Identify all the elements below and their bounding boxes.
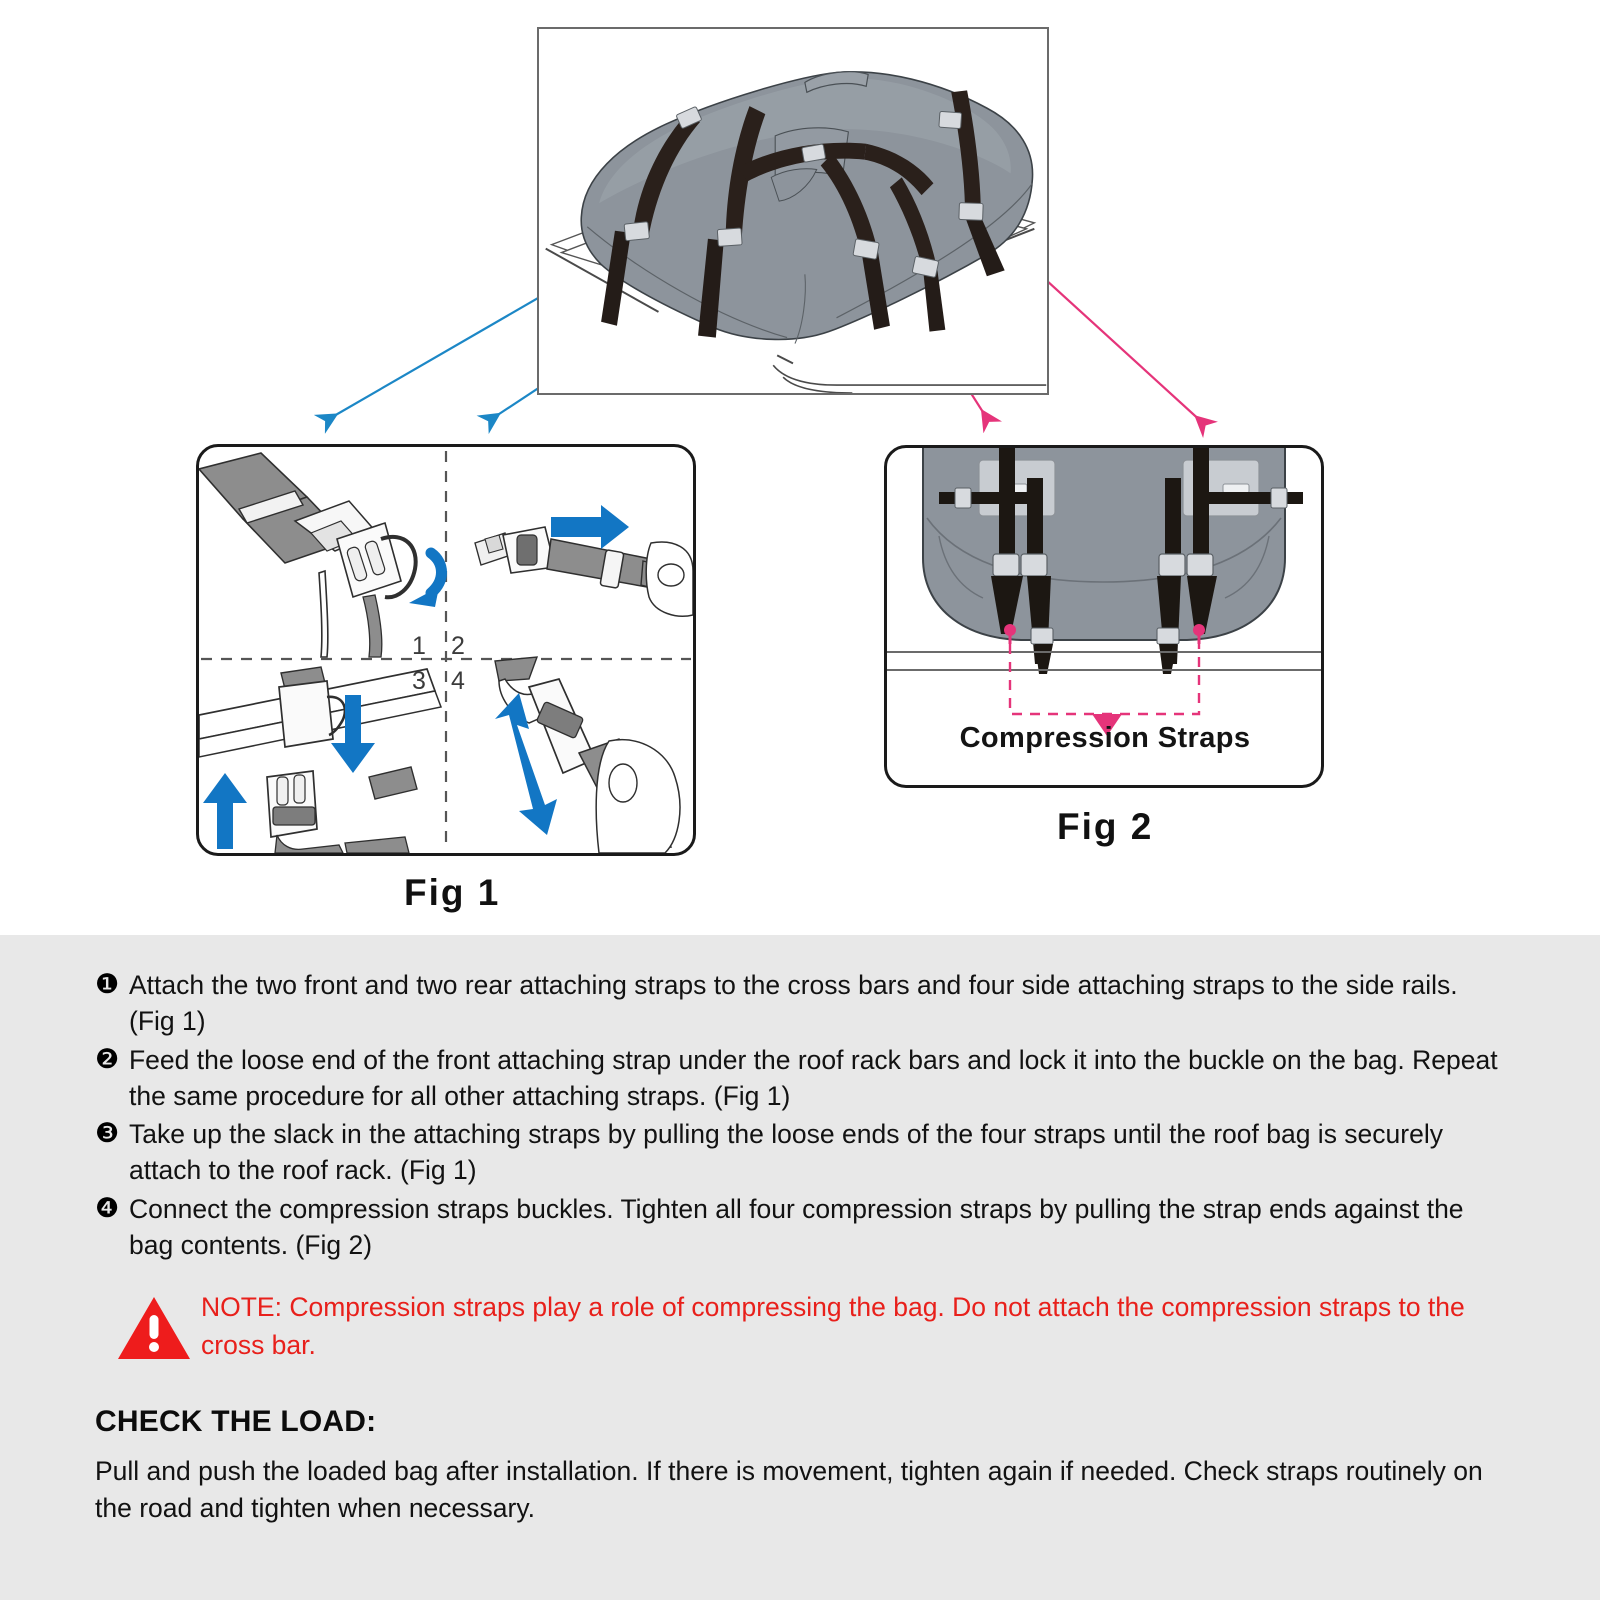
check-the-load-body: Pull and push the loaded bag after insta… [95, 1455, 1483, 1524]
fig1-quadrant-number-2: 2 [451, 632, 465, 660]
instruction-step: ❷ Feed the loose end of the front attach… [95, 1042, 1510, 1115]
fig1-quadrant-2 [474, 505, 694, 617]
step-text-1: Attach the two front and two rear attach… [129, 970, 1458, 1037]
fig2-illustration [887, 448, 1321, 736]
fig1-caption: Fig 1 [404, 872, 501, 913]
roof-bag-illustration [545, 71, 1047, 394]
illustration-area: 1 2 3 4 Fig 1 [196, 27, 1324, 913]
fig1-quadrant-number-4: 4 [451, 667, 465, 695]
step-bullet-1: ❶ [95, 969, 120, 999]
step-bullet-4: ❹ [95, 1192, 120, 1223]
fig1-illustration [197, 451, 694, 854]
fig1-quadrant-number-3: 3 [412, 667, 426, 695]
top-illustration-box [537, 27, 1049, 395]
fig1-quadrant-number-1: 1 [412, 632, 426, 660]
step-text-2: Feed the loose end of the front attachin… [129, 1044, 1498, 1111]
fig1-quadrant-1 [197, 452, 447, 658]
instruction-step: ❸ Take up the slack in the attaching str… [95, 1116, 1510, 1189]
fig1-quadrant-3 [198, 666, 443, 854]
check-the-load-heading: CHECK THE LOAD: [95, 1404, 377, 1438]
warning-triangle-icon [117, 1295, 191, 1361]
fig2-box [884, 445, 1324, 788]
step-bullet-2: ❷ [95, 1043, 120, 1074]
compression-straps-label: Compression Straps [959, 722, 1251, 754]
step-bullet-3: ❸ [95, 1118, 120, 1149]
instruction-step: ❹ Connect the compression straps buckles… [95, 1191, 1510, 1264]
instructions-panel: ❶ Attach the two front and two rear atta… [0, 935, 1600, 1600]
step-text-3: Take up the slack in the attaching strap… [129, 1119, 1443, 1186]
fig1-quadrant-4 [494, 656, 681, 854]
note-text: NOTE: Compression straps play a role of … [201, 1292, 1465, 1360]
step-text-4: Connect the compression straps buckles. … [129, 1193, 1464, 1261]
compression-strap-callout [1004, 624, 1205, 736]
fig1-box: 1 2 3 4 [196, 444, 696, 856]
instruction-step: ❶ Attach the two front and two rear atta… [95, 967, 1510, 1040]
fig2-caption: Fig 2 [1057, 806, 1154, 847]
note-row: NOTE: Compression straps play a role of … [95, 1289, 1510, 1364]
